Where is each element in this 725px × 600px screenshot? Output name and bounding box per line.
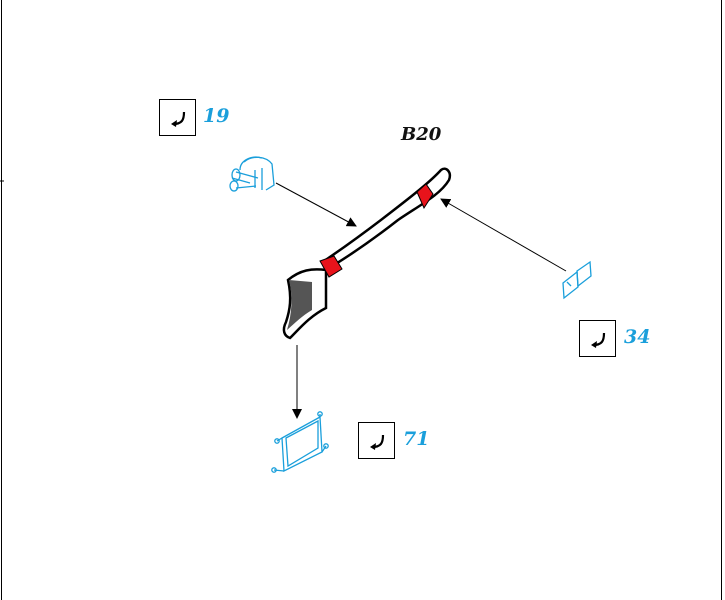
part-number-34: 34: [624, 326, 651, 348]
part-number-19: 19: [203, 105, 230, 127]
return-arrow-icon: [171, 111, 186, 127]
return-arrow-icon: [591, 332, 606, 348]
step-box-34: [579, 320, 616, 357]
return-arrow-icon: [370, 434, 385, 450]
part-34-bracket: [562, 260, 592, 300]
arrow-part-34: [440, 198, 567, 272]
part-title: B20: [401, 124, 442, 145]
part-19-clamp: [229, 156, 275, 192]
part-71-plate: [271, 411, 329, 473]
part-number-71: 71: [403, 428, 430, 450]
step-box-71: [358, 422, 395, 459]
arrow-part-19: [275, 182, 357, 227]
axe-part: [282, 167, 451, 340]
step-box-19: [159, 99, 196, 136]
